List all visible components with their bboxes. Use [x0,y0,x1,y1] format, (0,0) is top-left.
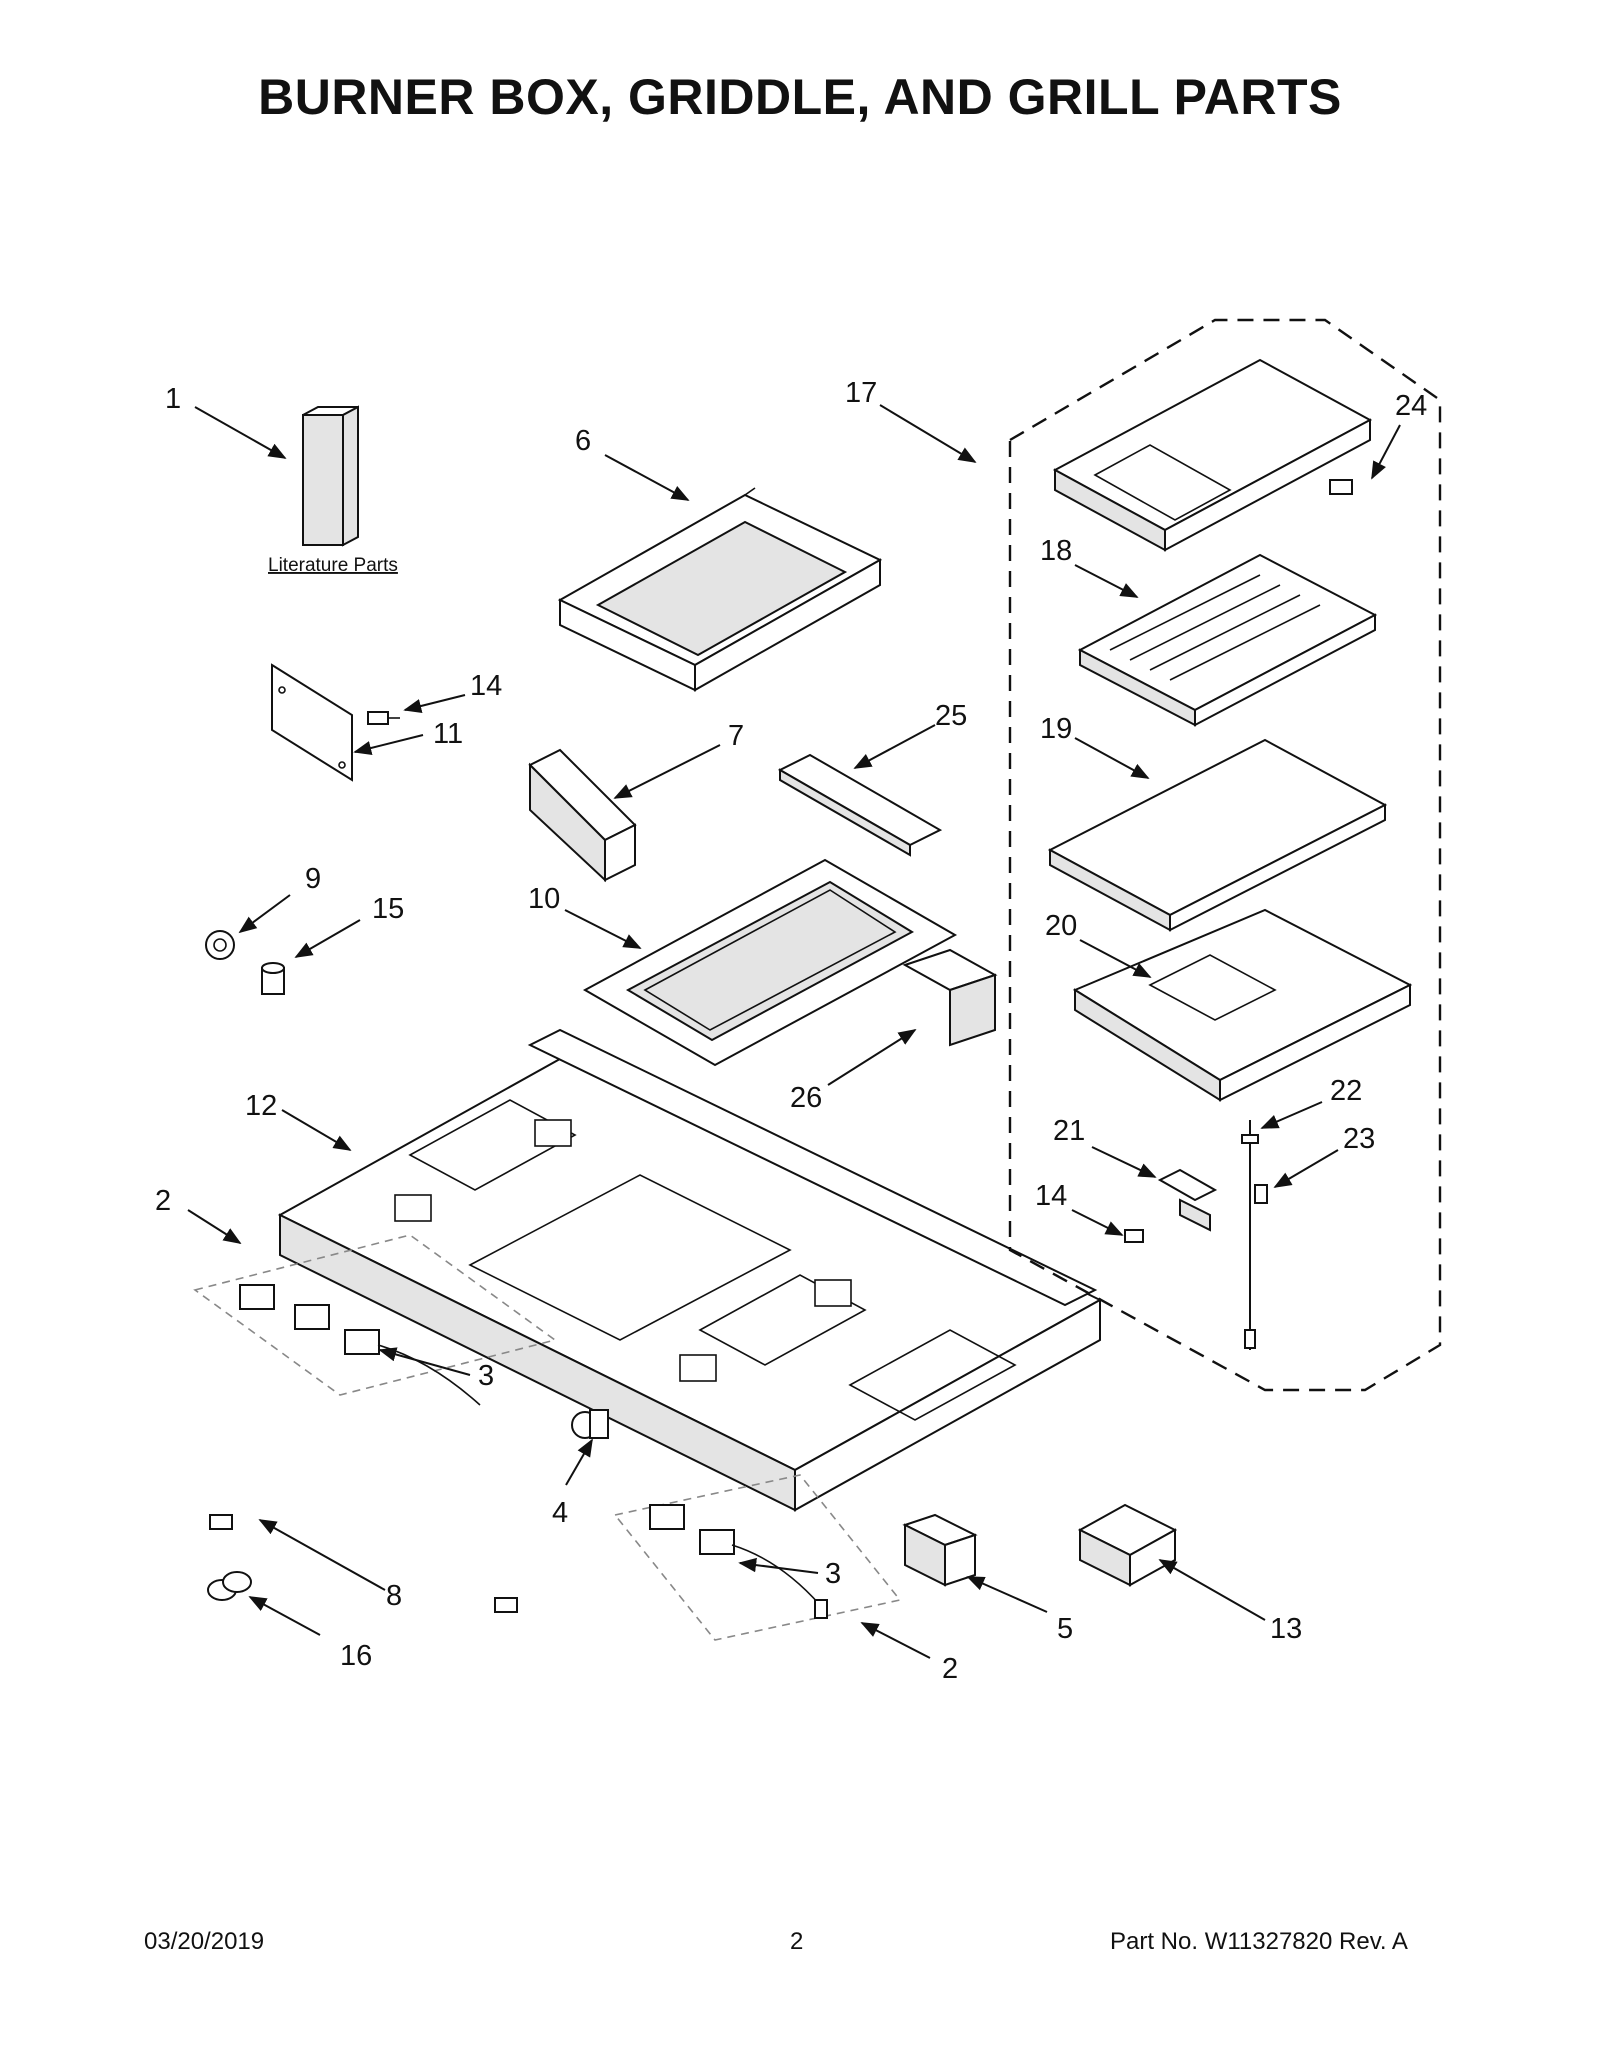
callout-25: 25 [935,700,967,732]
part-valve-manifold-left [193,1234,557,1406]
footer-page-number: 2 [790,1928,804,1955]
literature-parts-label: Literature Parts [268,555,398,576]
callout-16: 16 [340,1640,372,1672]
callout-3: 3 [478,1360,494,1392]
part-probe-bracket [1157,1168,1218,1232]
footer-part-number: Part No. W11327820 Rev. A [1110,1928,1408,1955]
callout-10: 10 [528,883,560,915]
callout-17: 17 [845,377,877,409]
callout-1: 1 [165,383,181,415]
page-title: BURNER BOX, GRIDDLE, AND GRILL PARTS [258,69,1342,125]
part-rail [777,753,943,857]
part-temperature-probe [1241,1120,1259,1350]
callout-5: 5 [1057,1613,1073,1645]
callout-14: 14 [470,670,502,702]
callout-3: 3 [825,1558,841,1590]
part-grill-pan [1072,908,1413,1102]
callout-14: 14 [1035,1180,1067,1212]
footer-date: 03/20/2019 [144,1928,265,1955]
callout-19: 19 [1040,713,1072,745]
callout-9: 9 [305,863,321,895]
part-grill-screw [1329,479,1353,495]
part-fitting [261,962,285,995]
part-shield-bracket [902,948,998,1047]
part-drip-pan [582,858,958,1067]
part-gas-tube [209,1491,518,1613]
callout-11: 11 [433,718,463,750]
part-panel [271,663,353,782]
callout-7: 7 [728,720,744,752]
callout-2: 2 [942,1653,958,1685]
part-bracket [528,748,637,883]
callout-8: 8 [386,1580,402,1612]
callout-2: 2 [155,1185,171,1217]
part-igniter-cap [205,930,235,960]
callout-6: 6 [575,425,591,457]
part-nut [207,1571,252,1601]
callout-23: 23 [1343,1123,1375,1155]
callout-26: 26 [790,1082,822,1114]
part-screw [367,711,400,725]
part-mount-bracket [1077,1503,1178,1587]
callout-15: 15 [372,893,404,925]
callout-4: 4 [552,1497,568,1529]
part-burner-box [277,1028,1103,1512]
callout-22: 22 [1330,1075,1362,1107]
part-bracket-screw [1124,1229,1144,1243]
part-heating-element [1077,553,1378,727]
part-spark-module [902,1513,978,1587]
part-griddle-tray [557,487,883,692]
callout-12: 12 [245,1090,277,1122]
callout-20: 20 [1045,910,1077,942]
callout-18: 18 [1040,535,1072,567]
callout-13: 13 [1270,1613,1302,1645]
leader-lines [187,404,1401,1659]
callout-24: 24 [1395,390,1427,422]
part-grill-top [1052,358,1373,552]
part-gas-inlet [571,1409,609,1439]
part-valve-manifold-right [613,1474,902,1641]
grill-assembly-boundary [1008,318,1442,1392]
callout-21: 21 [1053,1115,1085,1147]
part-grill-plate [1047,738,1388,932]
part-probe-screw [1254,1184,1268,1204]
part-literature-booklet [302,405,359,547]
